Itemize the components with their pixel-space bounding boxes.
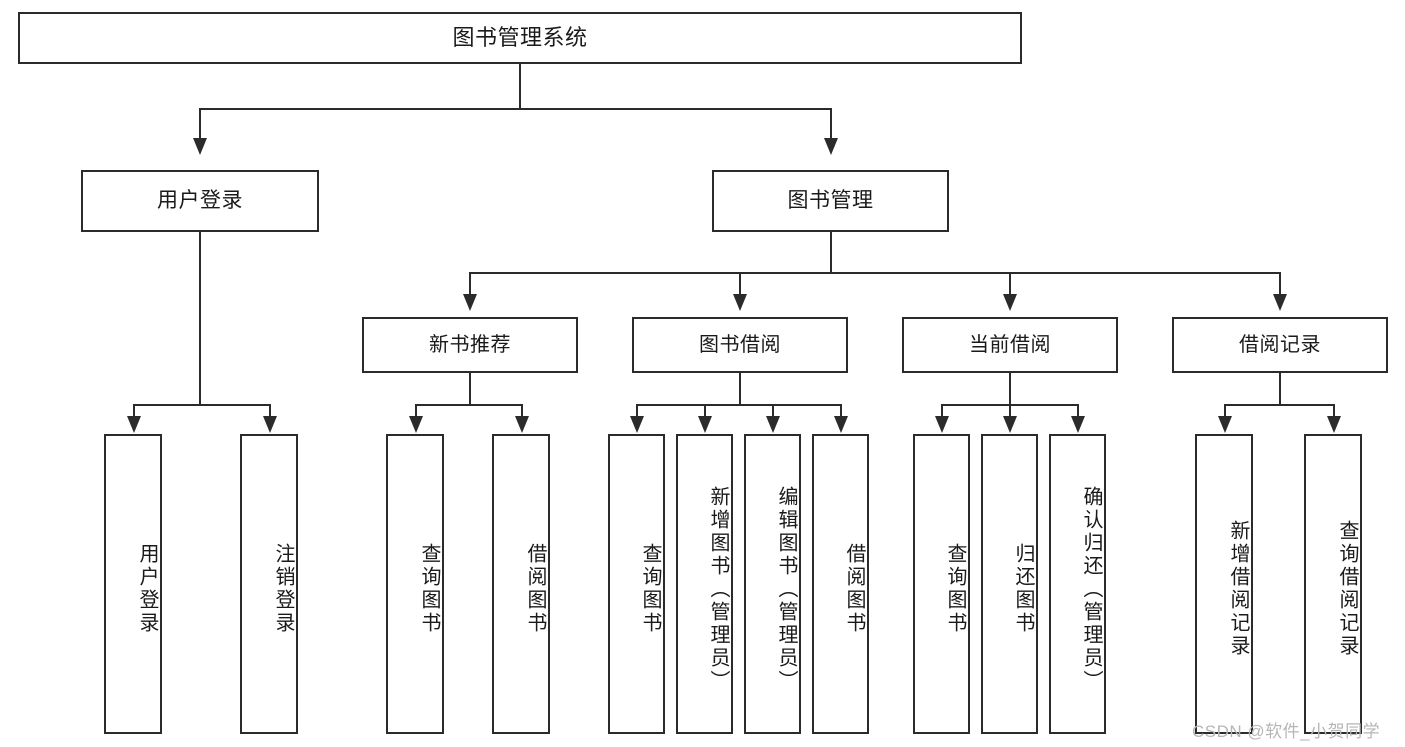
leaf-add-book-admin[interactable]: 新增图书（管理员） (676, 434, 733, 734)
connector-new-book-bus (415, 404, 523, 406)
leaf-user-logout[interactable]: 注销登录 (240, 434, 298, 734)
arrow-bb-to-leaf-1 (630, 416, 644, 433)
arrow-user-login-to-leaf-1 (127, 416, 141, 433)
connector-br-to-leaf-1 (1224, 404, 1226, 420)
connector-root-bus (199, 108, 831, 110)
connector-bm-to-borrow-record (1279, 272, 1281, 298)
node-user-login[interactable]: 用户登录 (81, 170, 319, 232)
connector-book-management-bus (469, 272, 1280, 274)
connector-book-management-stem (830, 232, 832, 273)
connector-bb-to-leaf-2 (704, 404, 706, 420)
arrow-user-login-to-leaf-2 (263, 416, 277, 433)
connector-bm-to-book-borrow (739, 272, 741, 298)
connector-user-login-to-leaf-2 (269, 404, 271, 420)
leaf-query-borrow-record[interactable]: 查询借阅记录 (1304, 434, 1362, 734)
leaf-query-book-current[interactable]: 查询图书 (913, 434, 970, 734)
arrow-cb-to-leaf-1 (935, 416, 949, 433)
leaf-add-borrow-record[interactable]: 新增借阅记录 (1195, 434, 1253, 734)
arrow-new-book-to-leaf-2 (515, 416, 529, 433)
connector-new-book-to-leaf-1 (415, 404, 417, 420)
arrow-new-book-to-leaf-1 (409, 416, 423, 433)
connector-br-to-leaf-2 (1333, 404, 1335, 420)
connector-book-borrow-bus (636, 404, 841, 406)
connector-user-login-bus (133, 404, 270, 406)
connector-book-borrow-stem (739, 373, 741, 405)
leaf-confirm-return-admin[interactable]: 确认归还（管理员） (1049, 434, 1106, 734)
connector-user-login-to-leaf-1 (133, 404, 135, 420)
arrow-bm-to-book-borrow (733, 294, 747, 311)
leaf-query-book-borrow[interactable]: 查询图书 (608, 434, 665, 734)
arrow-bb-to-leaf-2 (698, 416, 712, 433)
node-new-book-recommend[interactable]: 新书推荐 (362, 317, 578, 373)
connector-root-to-user-login (199, 108, 201, 140)
connector-new-book-to-leaf-2 (521, 404, 523, 420)
connector-cb-to-leaf-2 (1009, 404, 1011, 420)
connector-borrow-record-stem (1279, 373, 1281, 405)
connector-cb-to-leaf-1 (941, 404, 943, 420)
arrow-bb-to-leaf-3 (766, 416, 780, 433)
leaf-edit-book-admin[interactable]: 编辑图书（管理员） (744, 434, 801, 734)
connector-bb-to-leaf-3 (772, 404, 774, 420)
connector-bm-to-new-book (469, 272, 471, 298)
connector-bb-to-leaf-1 (636, 404, 638, 420)
node-current-borrow[interactable]: 当前借阅 (902, 317, 1118, 373)
csdn-watermark: CSDN @软件_小贺同学 (1192, 722, 1381, 741)
arrow-br-to-leaf-1 (1218, 416, 1232, 433)
arrow-bm-to-current-borrow (1003, 294, 1017, 311)
leaf-query-book-recommend[interactable]: 查询图书 (386, 434, 444, 734)
connector-current-borrow-stem (1009, 373, 1011, 405)
connector-root-stem (519, 64, 521, 109)
arrow-bb-to-leaf-4 (834, 416, 848, 433)
node-book-management[interactable]: 图书管理 (712, 170, 949, 232)
arrow-bm-to-borrow-record (1273, 294, 1287, 311)
arrow-root-to-book-management (824, 138, 838, 155)
connector-root-to-book-management (830, 108, 832, 140)
leaf-borrow-book-recommend[interactable]: 借阅图书 (492, 434, 550, 734)
connector-borrow-record-bus (1224, 404, 1335, 406)
arrow-cb-to-leaf-2 (1003, 416, 1017, 433)
connector-cb-to-leaf-3 (1077, 404, 1079, 420)
node-root-system[interactable]: 图书管理系统 (18, 12, 1022, 64)
leaf-borrow-book-borrow[interactable]: 借阅图书 (812, 434, 869, 734)
connector-bm-to-current-borrow (1009, 272, 1011, 298)
connector-bb-to-leaf-4 (840, 404, 842, 420)
arrow-bm-to-new-book (463, 294, 477, 311)
leaf-return-book[interactable]: 归还图书 (981, 434, 1038, 734)
leaf-user-login[interactable]: 用户登录 (104, 434, 162, 734)
node-borrow-record[interactable]: 借阅记录 (1172, 317, 1388, 373)
arrow-root-to-user-login (193, 138, 207, 155)
node-book-borrow[interactable]: 图书借阅 (632, 317, 848, 373)
arrow-br-to-leaf-2 (1327, 416, 1341, 433)
arrow-cb-to-leaf-3 (1071, 416, 1085, 433)
connector-user-login-stem (199, 232, 201, 405)
connector-new-book-stem (469, 373, 471, 405)
